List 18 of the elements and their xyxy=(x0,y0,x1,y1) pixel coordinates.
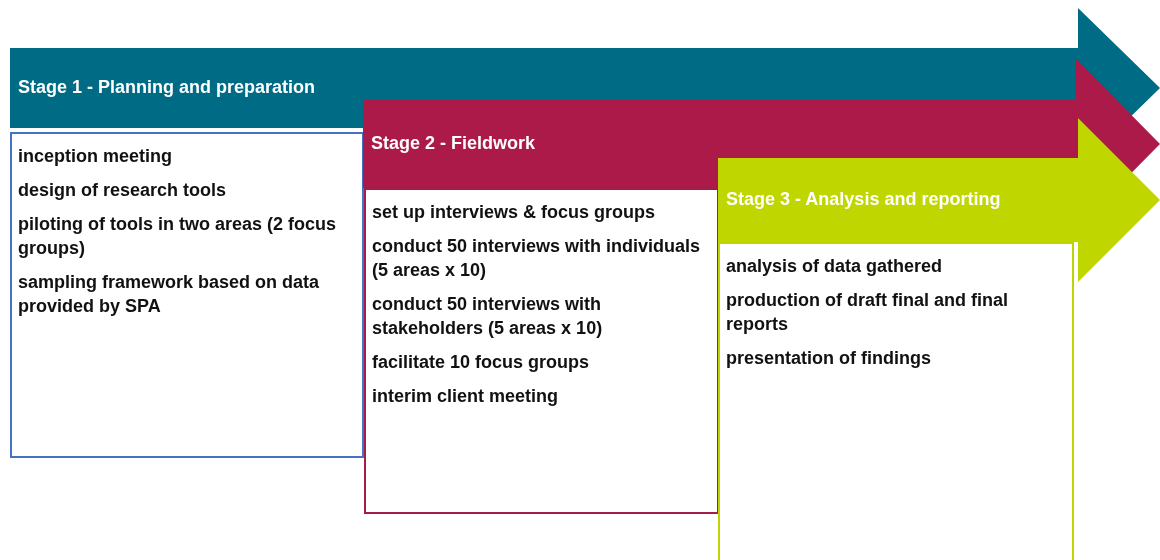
task-item: piloting of tools in two areas (2 focus groups) xyxy=(18,213,337,260)
task-item: set up interviews & focus groups xyxy=(372,201,657,224)
task-panel xyxy=(364,188,719,514)
stage-title: Stage 1 - Planning and preparation xyxy=(18,77,316,98)
task-item: inception meeting xyxy=(18,145,173,168)
task-item: interim client meeting xyxy=(372,385,560,408)
stage-title: Stage 3 - Analysis and reporting xyxy=(726,189,1001,210)
task-item: analysis of data gathered xyxy=(726,255,944,278)
task-item: conduct 50 interviews with individuals (5 areas x 10) xyxy=(372,235,702,282)
task-item: production of draft final and final reports xyxy=(726,289,1009,336)
task-item: sampling framework based on data provided by SPA xyxy=(18,271,321,318)
task-item: design of research tools xyxy=(18,179,228,202)
task-panel xyxy=(10,132,364,458)
task-item: facilitate 10 focus groups xyxy=(372,351,591,374)
task-item: conduct 50 interviews with stakeholders (5 areas x 10) xyxy=(372,293,604,340)
stage-title: Stage 2 - Fieldwork xyxy=(371,133,536,154)
task-panel xyxy=(718,242,1074,560)
task-item: presentation of findings xyxy=(726,347,932,370)
